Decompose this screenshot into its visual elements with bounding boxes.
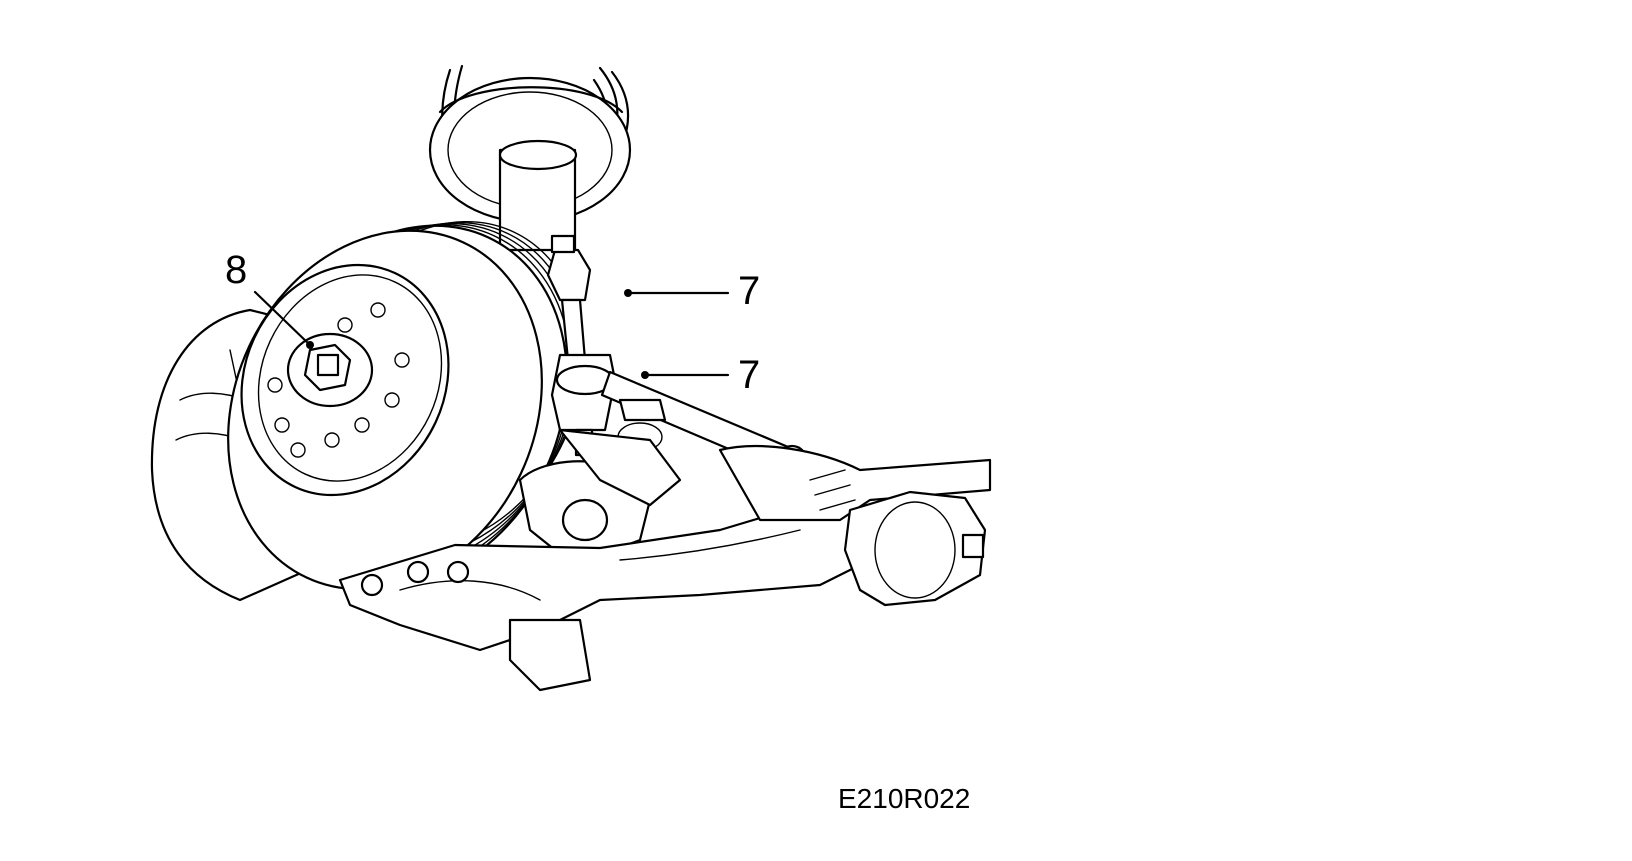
- wheel-hub: [240, 263, 450, 497]
- lower-control-arm: [338, 498, 872, 692]
- steering-knuckle: [518, 428, 682, 557]
- callout-7-lower-label: 7: [738, 353, 760, 397]
- control-arm-bushing: [718, 445, 992, 607]
- leader-line-8: [253, 290, 314, 349]
- callout-7-upper-label: 7: [738, 269, 760, 313]
- figure-code: E210R022: [838, 783, 970, 814]
- leader-line-7-lower: [641, 371, 730, 379]
- leader-line-7-upper: [624, 289, 730, 297]
- strut-body: [498, 139, 578, 252]
- callout-8-label: 8: [225, 248, 247, 292]
